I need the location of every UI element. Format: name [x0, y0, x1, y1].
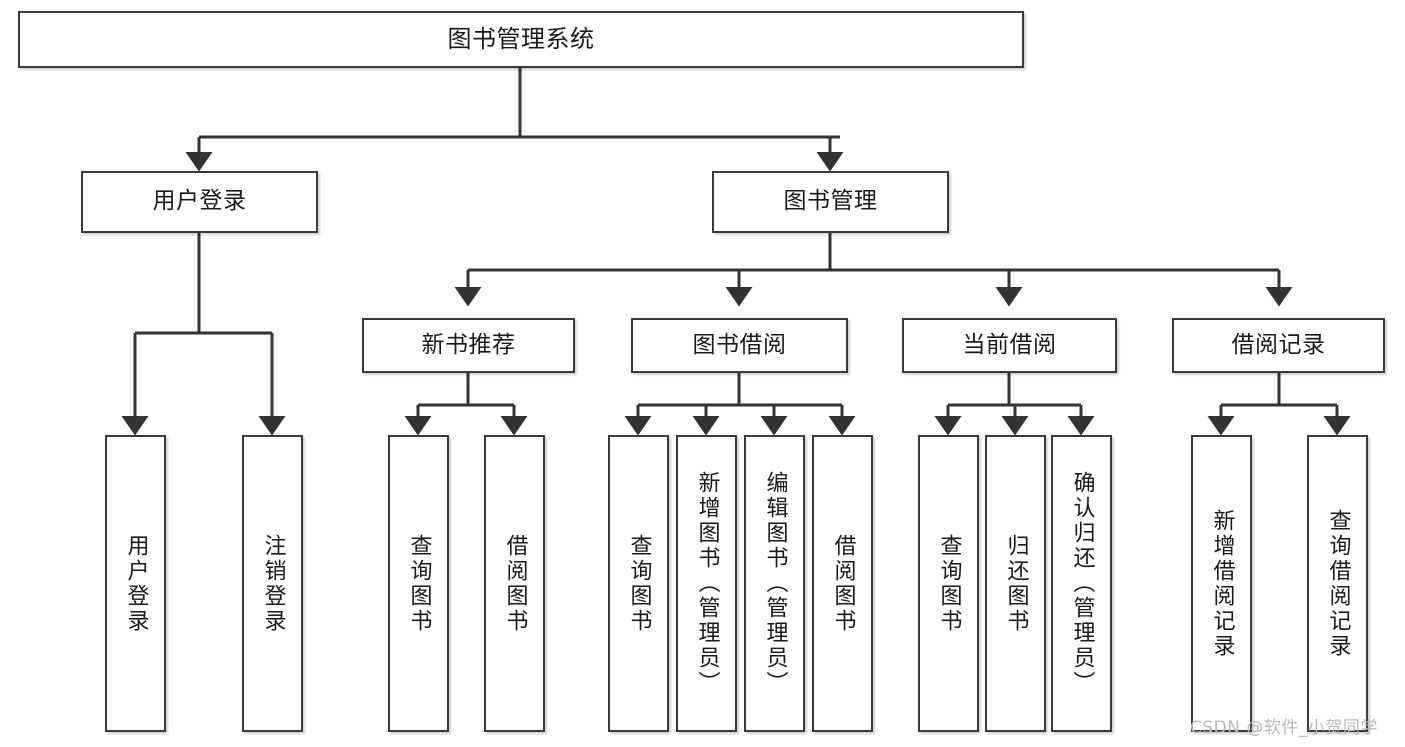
leaf-new-book-query[interactable]: 查询图书 — [388, 435, 449, 732]
node-label: 图书管理 — [783, 188, 878, 215]
leaf-borrow-record-query[interactable]: 查询借阅记录 — [1307, 435, 1368, 732]
leaf-current-borrow-return[interactable]: 归还图书 — [985, 435, 1046, 732]
leaf-user-login-login[interactable]: 用户登录 — [105, 435, 166, 732]
node-label: 借阅图书 — [830, 533, 856, 634]
leaf-book-borrow-query[interactable]: 查询图书 — [608, 435, 669, 732]
node-new-book-recommend[interactable]: 新书推荐 — [362, 318, 575, 373]
node-label: 编辑图书（管理员） — [762, 471, 788, 696]
node-label: 确认归还（管理员） — [1069, 471, 1095, 696]
node-borrow-record[interactable]: 借阅记录 — [1172, 318, 1385, 373]
leaf-book-borrow-add[interactable]: 新增图书（管理员） — [676, 435, 737, 732]
node-label: 查询图书 — [406, 533, 432, 634]
leaf-current-borrow-query[interactable]: 查询图书 — [918, 435, 979, 732]
node-label: 用户登录 — [123, 533, 149, 634]
node-label: 用户登录 — [152, 188, 247, 215]
node-label: 新增借阅记录 — [1209, 508, 1235, 659]
node-label: 图书借阅 — [692, 331, 787, 358]
csdn-watermark: CSDN @软件_小贺同学 — [1190, 718, 1378, 738]
node-label: 查询借阅记录 — [1325, 508, 1351, 659]
node-current-borrow[interactable]: 当前借阅 — [902, 318, 1117, 373]
node-user-login[interactable]: 用户登录 — [81, 171, 318, 233]
node-label: 借阅记录 — [1231, 331, 1326, 358]
node-label: 注销登录 — [260, 533, 286, 634]
node-label: 新增图书（管理员） — [694, 471, 720, 696]
node-label: 查询图书 — [626, 533, 652, 634]
leaf-book-borrow-edit[interactable]: 编辑图书（管理员） — [744, 435, 805, 732]
node-label: 查询图书 — [936, 533, 962, 634]
node-root-system[interactable]: 图书管理系统 — [18, 11, 1024, 68]
node-label: 借阅图书 — [502, 533, 528, 634]
node-label: 图书管理系统 — [447, 25, 595, 54]
node-label: 新书推荐 — [421, 331, 516, 358]
leaf-book-borrow-borrow[interactable]: 借阅图书 — [812, 435, 873, 732]
leaf-user-login-logout[interactable]: 注销登录 — [242, 435, 303, 732]
node-book-borrow[interactable]: 图书借阅 — [631, 318, 848, 373]
node-label: 归还图书 — [1003, 533, 1029, 634]
leaf-new-book-borrow[interactable]: 借阅图书 — [484, 435, 545, 732]
node-label: 当前借阅 — [962, 331, 1057, 358]
node-book-management[interactable]: 图书管理 — [712, 171, 949, 233]
leaf-borrow-record-add[interactable]: 新增借阅记录 — [1191, 435, 1252, 732]
leaf-current-borrow-confirm-return[interactable]: 确认归还（管理员） — [1051, 435, 1112, 732]
